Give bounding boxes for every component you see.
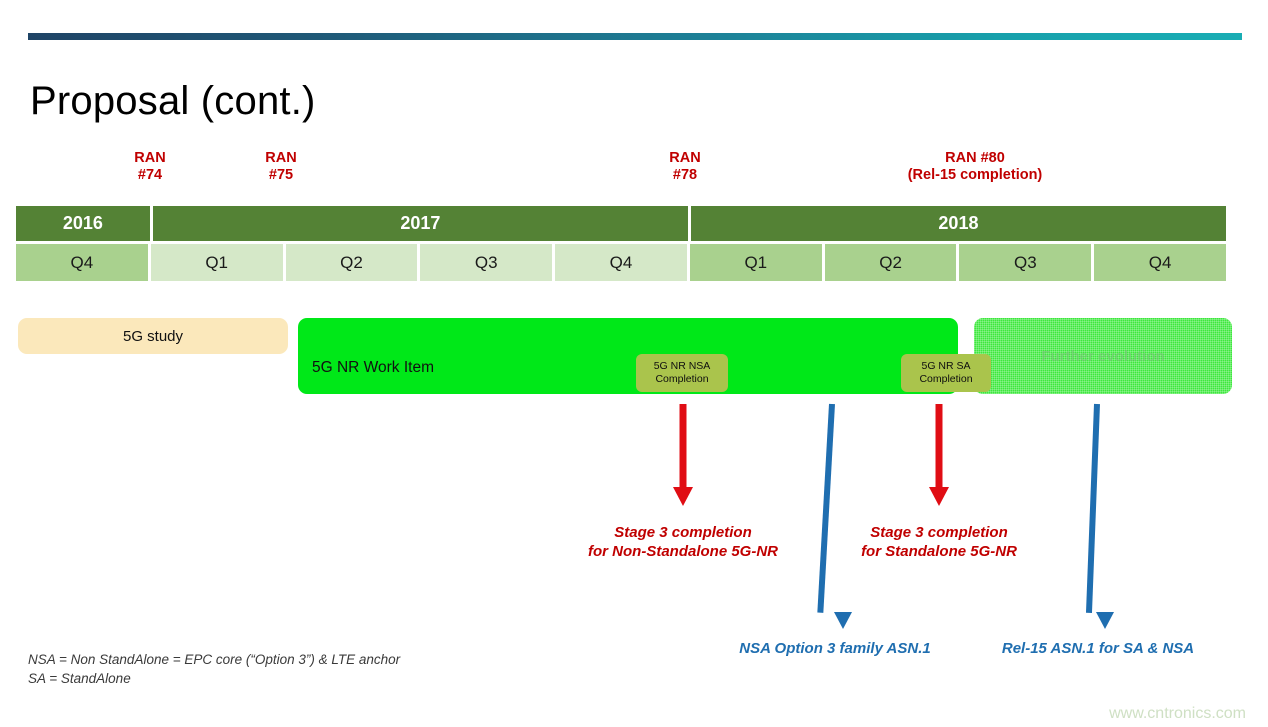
arrow-shaft (1085, 403, 1100, 613)
bar-5g-nr-work-item-label: 5G NR Work Item (312, 359, 435, 376)
timeline: 2016 2017 2018 Q4 Q1 Q2 Q3 Q4 Q1 Q2 Q3 Q… (16, 206, 1227, 281)
ran-marker-75-line1: RAN (265, 150, 297, 166)
arrow-shaft (935, 404, 943, 487)
timeline-quarter-2017-q2: Q2 (285, 244, 421, 281)
arrow-shaft (817, 403, 835, 613)
timeline-quarter-2018-q1: Q1 (689, 244, 825, 281)
milestone-nsa-line2: Completion (655, 373, 709, 385)
footnote-line-nsa: NSA = Non StandAlone = EPC core (“Option… (28, 652, 401, 667)
ran-marker-80: RAN #80 (Rel-15 completion) (855, 150, 1095, 184)
arrow-head (673, 487, 693, 506)
arrow-shaft (679, 404, 687, 487)
annotation-stage3-standalone: Stage 3 completion for Standalone 5G-NR (830, 523, 1048, 561)
timeline-quarter-2018-q2: Q2 (824, 244, 960, 281)
timeline-quarter-2018-q4: Q4 (1094, 244, 1227, 281)
milestone-sa-line2: Completion (919, 373, 973, 385)
footnote-legend: NSA = Non StandAlone = EPC core (“Option… (28, 650, 400, 688)
site-watermark: www.cntronics.com (1109, 705, 1246, 722)
timeline-year-2017: 2017 (152, 206, 691, 241)
arrow-head (834, 612, 852, 629)
annotation-stage3-sa-line1: Stage 3 completion (870, 524, 1008, 541)
annotation-nsa-option3-asn1: NSA Option 3 family ASN.1 (739, 640, 931, 657)
ran-marker-74-line1: RAN (134, 150, 166, 166)
arrow-down-blue-nsa-asn1 (812, 403, 852, 630)
annotation-rel15-asn1: Rel-15 ASN.1 for SA & NSA (1001, 640, 1195, 657)
ran-marker-74-line2: #74 (137, 167, 163, 183)
ran-marker-78-line1: RAN (669, 150, 701, 166)
ran-marker-78: RAN #78 (645, 150, 725, 184)
footnote-line-sa: SA = StandAlone (28, 671, 131, 686)
ran-marker-75: RAN #75 (241, 150, 321, 184)
header-accent-rule (28, 33, 1242, 40)
timeline-quarter-2017-q4: Q4 (555, 244, 690, 281)
page-title: Proposal (cont.) (30, 79, 316, 123)
arrow-down-blue-rel15-asn1 (1077, 403, 1117, 630)
milestone-5g-nr-sa-completion: 5G NR SA Completion (901, 354, 991, 392)
annotation-stage3-nsa-line1: Stage 3 completion (614, 524, 752, 541)
arrow-down-red-nsa (663, 404, 703, 506)
milestone-sa-line1: 5G NR SA (921, 360, 971, 372)
bar-5g-study: 5G study (18, 318, 288, 354)
bar-further-evolution: Further evolution (974, 318, 1232, 394)
timeline-quarter-2017-q1: Q1 (150, 244, 286, 281)
timeline-quarter-row: Q4 Q1 Q2 Q3 Q4 Q1 Q2 Q3 Q4 (16, 244, 1227, 281)
timeline-year-2016: 2016 (16, 206, 153, 241)
arrow-head (1096, 612, 1114, 629)
annotation-stage3-nsa-line2: for Non-Standalone 5G-NR (588, 543, 778, 560)
ran-marker-78-line2: #78 (672, 167, 698, 183)
timeline-quarter-2018-q3: Q3 (959, 244, 1095, 281)
ran-marker-74: RAN #74 (110, 150, 190, 184)
arrow-down-red-sa (919, 404, 959, 506)
milestone-nsa-line1: 5G NR NSA (653, 360, 711, 372)
ran-marker-80-line1: RAN #80 (945, 150, 1005, 166)
annotation-stage3-non-standalone: Stage 3 completion for Non-Standalone 5G… (563, 523, 803, 561)
timeline-quarter-2017-q3: Q3 (420, 244, 556, 281)
timeline-quarter-2016-q4: Q4 (16, 244, 151, 281)
arrow-head (929, 487, 949, 506)
timeline-year-2018: 2018 (690, 206, 1226, 241)
timeline-year-row: 2016 2017 2018 (16, 206, 1226, 241)
bar-5g-nr-work-item: 5G NR Work Item (298, 318, 958, 394)
ran-marker-75-line2: #75 (268, 167, 294, 183)
annotation-stage3-sa-line2: for Standalone 5G-NR (861, 543, 1017, 560)
bar-further-evolution-label: Further evolution (1041, 347, 1165, 365)
milestone-5g-nr-nsa-completion: 5G NR NSA Completion (636, 354, 728, 392)
ran-marker-80-line2: (Rel-15 completion) (907, 167, 1043, 183)
